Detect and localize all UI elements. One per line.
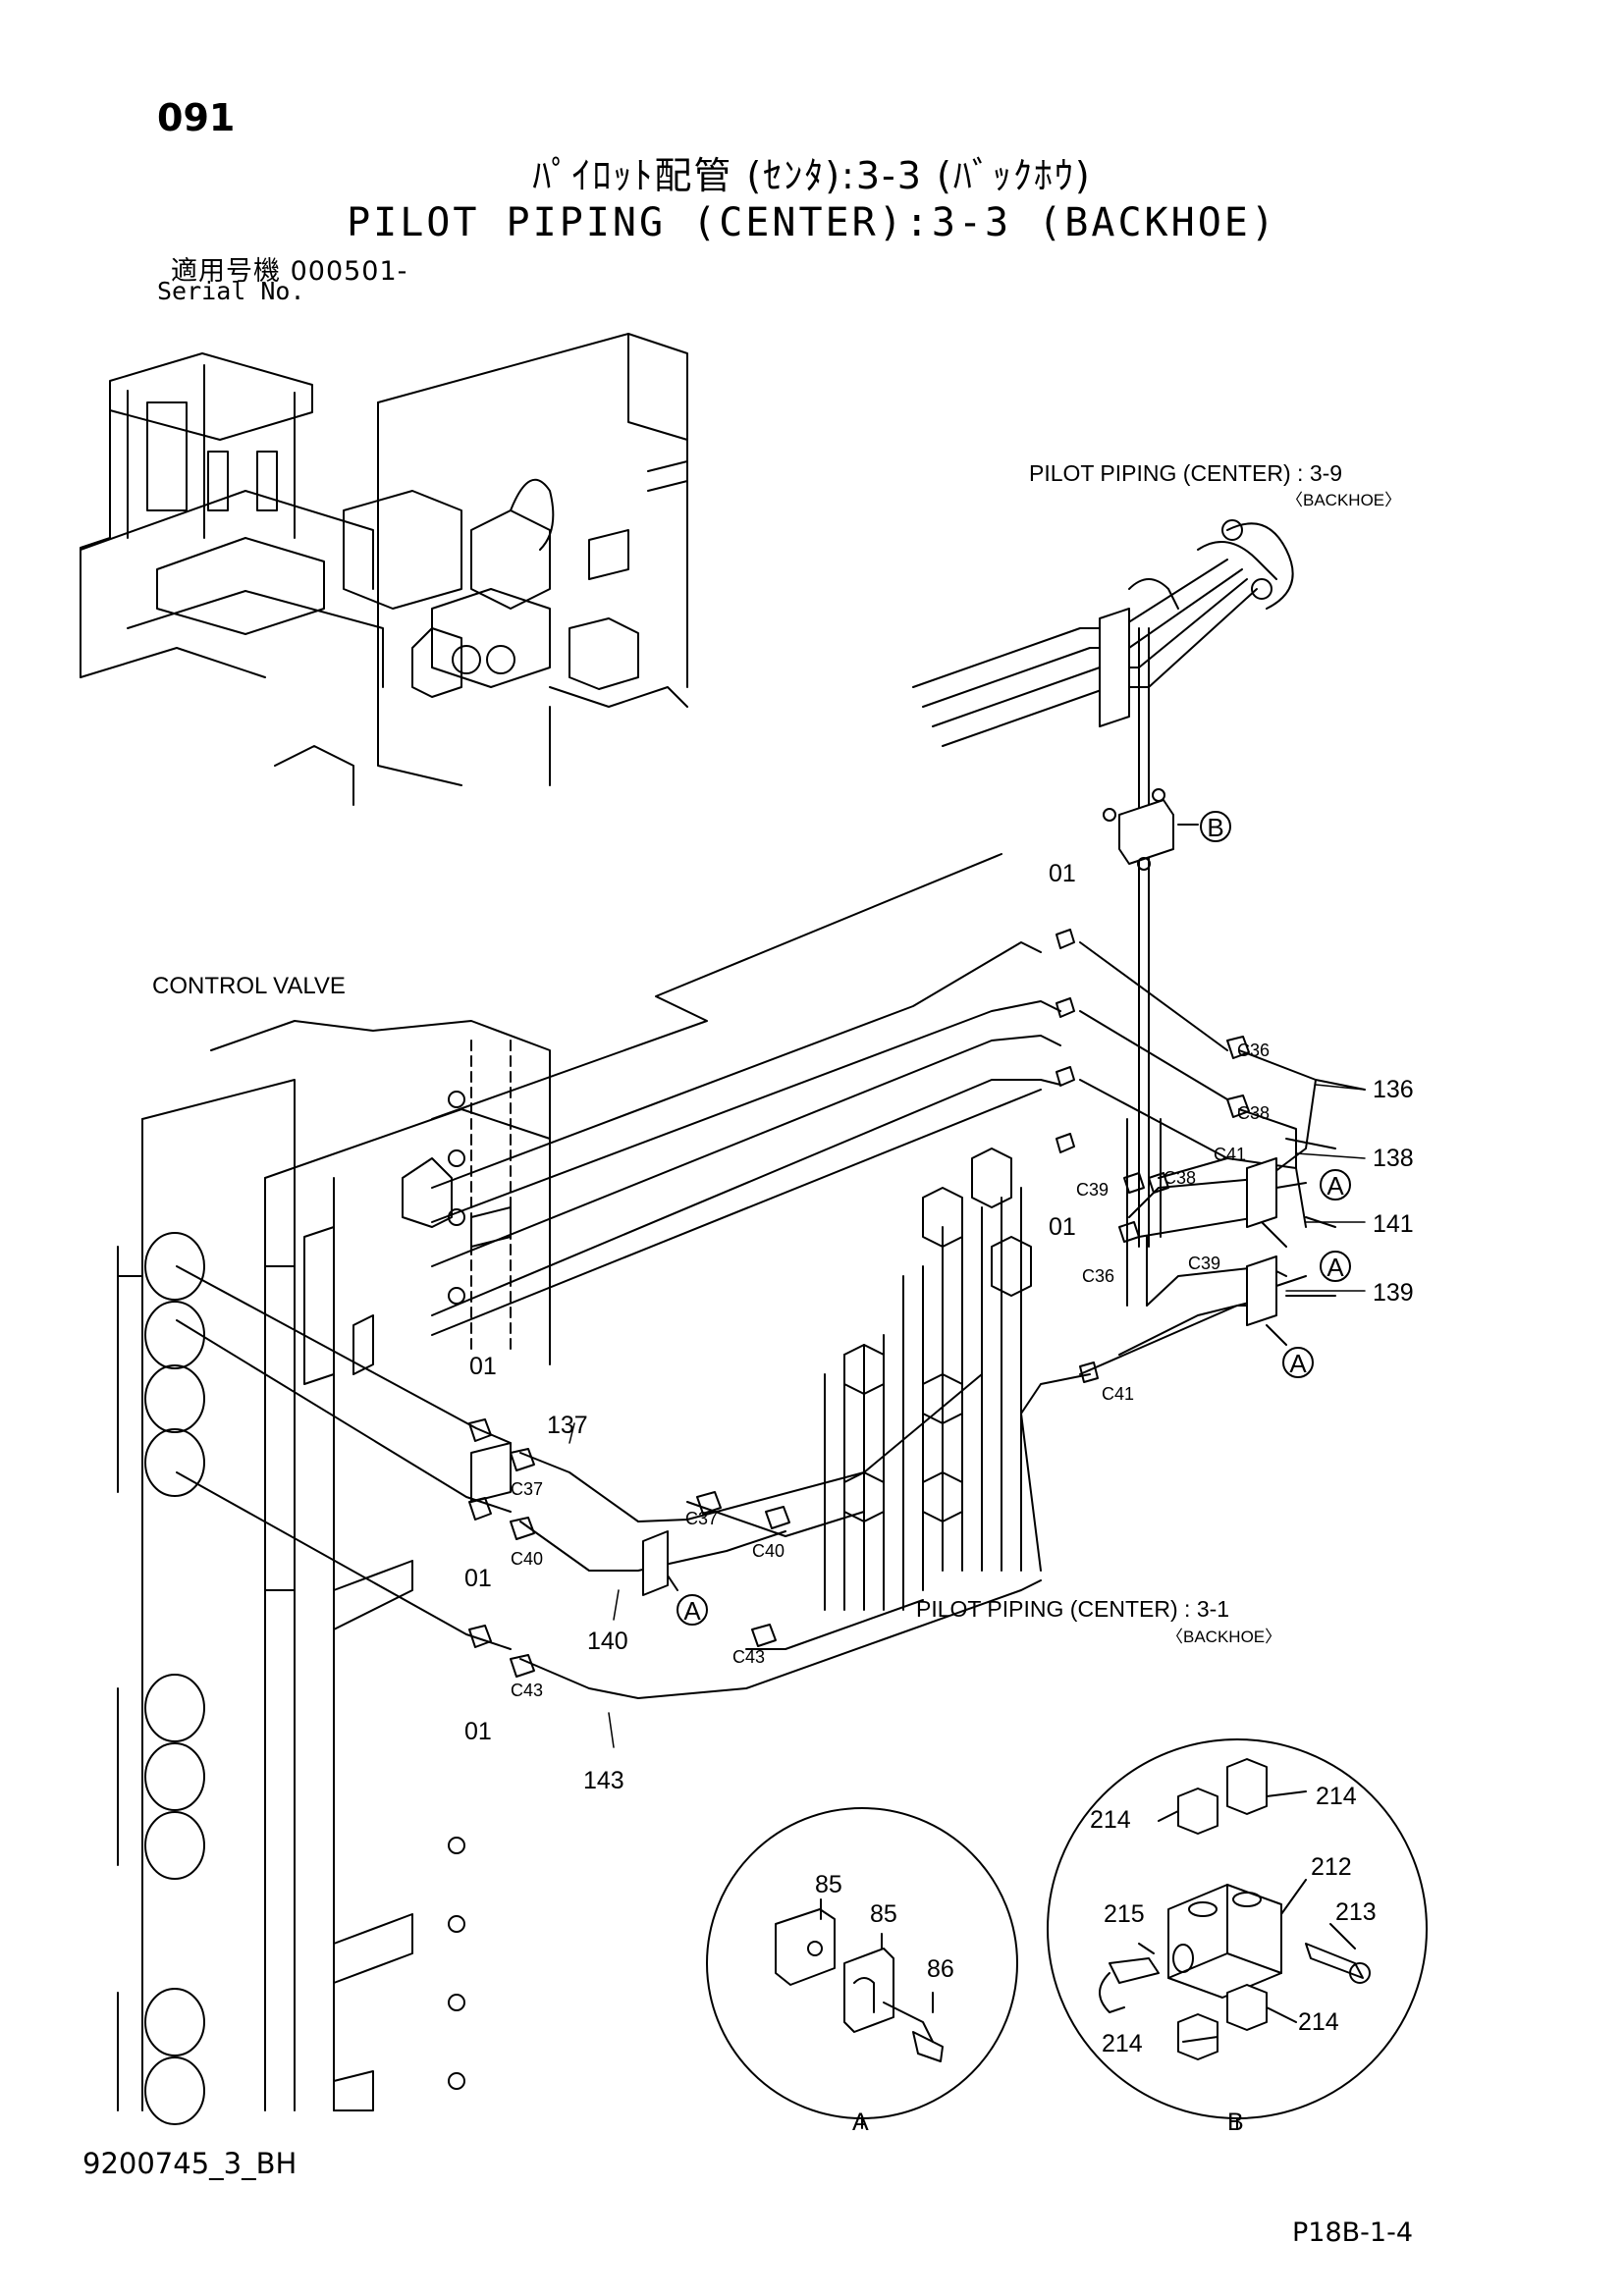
callout-137: 137 (547, 1412, 588, 1439)
clamp-lower (642, 1530, 708, 1626)
detail-marker-a-right-3: A (1289, 1349, 1307, 1378)
callout-139: 139 (1373, 1279, 1414, 1307)
callout-138: 138 (1373, 1145, 1414, 1172)
fittings-right (1079, 1036, 1250, 1383)
fitting-label-c41-b: C41 (1102, 1384, 1134, 1404)
callout-213: 213 (1335, 1898, 1377, 1926)
control-valve (117, 1020, 551, 2111)
lower-left-pipes (176, 1265, 1091, 1699)
ref-top-sub-label: 〈BACKHOE〉 (1286, 491, 1401, 509)
serial-label-english: Serial No. (157, 277, 305, 305)
detail-marker-a-right-2: A (1326, 1253, 1344, 1282)
connector-01-upper-group (1056, 929, 1075, 1153)
serial-label-japanese: 適用号機 000501- (171, 256, 408, 287)
detail-view-a (706, 1807, 1018, 2129)
detail-a-caption: A (852, 2109, 869, 2136)
callout-214-c: 214 (1102, 2030, 1143, 2057)
callout-136: 136 (1373, 1076, 1414, 1103)
fitting-label-c40-b: C40 (752, 1541, 785, 1561)
callout-214-d: 214 (1298, 2008, 1339, 2036)
ref-bottom-sub-label: 〈BACKHOE〉 (1166, 1628, 1281, 1646)
machine-overview (80, 333, 688, 806)
drawing-number: 9200745_3_BH (82, 2147, 298, 2180)
callout-01-a: 01 (1049, 860, 1076, 887)
fitting-label-c41-a: C41 (1214, 1145, 1246, 1164)
fitting-label-c36-b: C36 (1082, 1266, 1114, 1286)
detail-b-caption: B (1227, 2109, 1244, 2136)
callout-85-b: 85 (870, 1900, 897, 1928)
fitting-label-c43-a: C43 (511, 1681, 543, 1700)
callout-143: 143 (583, 1767, 624, 1794)
fitting-label-c38-b: C38 (1164, 1168, 1196, 1188)
callout-01-e: 01 (464, 1718, 492, 1745)
fitting-label-c43-b: C43 (732, 1647, 765, 1667)
page-code: P18B-1-4 (1292, 2217, 1414, 2248)
control-valve-bolts (448, 1091, 465, 2090)
leader-lines (568, 1084, 1366, 1748)
callout-85-a: 85 (815, 1871, 842, 1898)
fitting-label-c38-a: C38 (1237, 1103, 1270, 1123)
control-valve-label: CONTROL VALVE (152, 973, 346, 999)
control-valve-spools (117, 1232, 205, 2125)
callout-212: 212 (1311, 1853, 1352, 1881)
detail-marker-a-right-1: A (1326, 1171, 1344, 1201)
callout-214-b: 214 (1316, 1783, 1357, 1810)
fitting-label-c37-a: C37 (511, 1479, 543, 1499)
detail-marker-b-upper: B (1207, 813, 1223, 842)
callout-01-b: 01 (1049, 1213, 1076, 1241)
callout-141: 141 (1373, 1210, 1414, 1238)
clamps-right (1246, 1157, 1351, 1378)
ref-top-label: PILOT PIPING (CENTER) : 3-9 (1029, 460, 1342, 486)
title-japanese: ﾊﾟｲﾛｯﾄ配管 (ｾﾝﾀ):3-3 (ﾊﾞｯｸﾎｳ) (532, 154, 1092, 197)
pilot-pipes-main (431, 853, 1228, 1336)
callout-01-d: 01 (464, 1565, 492, 1592)
callout-214-a: 214 (1090, 1806, 1131, 1834)
callout-01-c: 01 (469, 1353, 497, 1380)
fitting-label-c39-b: C39 (1188, 1254, 1220, 1273)
title-english: PILOT PIPING (CENTER):3-3 (BACKHOE) (347, 200, 1277, 245)
callout-86: 86 (927, 1955, 954, 1983)
detail-view-b (1047, 1738, 1428, 2129)
callout-215: 215 (1104, 1900, 1145, 1928)
fitting-label-c37-b: C37 (685, 1509, 718, 1528)
fitting-label-c36-a: C36 (1237, 1041, 1270, 1060)
ref-bottom-label: PILOT PIPING (CENTER) : 3-1 (916, 1596, 1229, 1622)
middle-hose-bundle (824, 1148, 1032, 1611)
detail-marker-a-lower: A (683, 1596, 701, 1626)
right-pipe-assembly (1079, 1049, 1366, 1375)
fitting-label-c40-a: C40 (511, 1549, 543, 1569)
fitting-label-c39-a: C39 (1076, 1180, 1109, 1200)
page-number: 091 (157, 96, 236, 139)
block-b-assembly (1103, 788, 1231, 871)
callout-140: 140 (587, 1628, 628, 1655)
upper-right-pipe-bundle (912, 519, 1294, 1248)
fittings-lower-left (468, 1418, 790, 1678)
